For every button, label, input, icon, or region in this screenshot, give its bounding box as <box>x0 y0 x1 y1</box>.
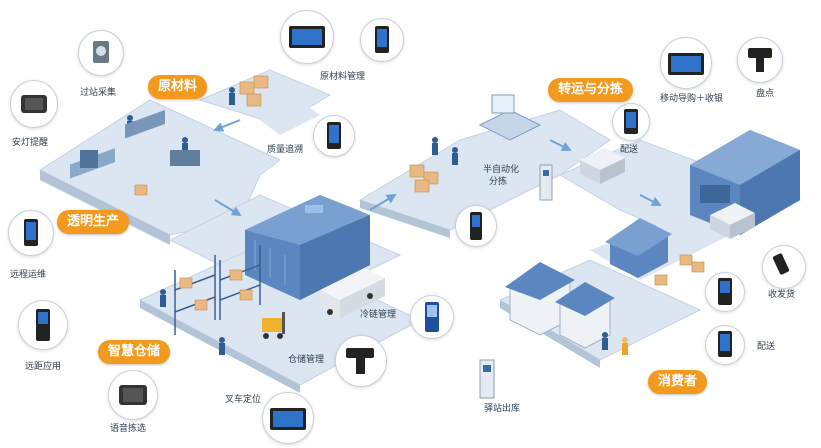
delivery-handheld-icon-right <box>705 272 745 312</box>
badge-raw-materials: 原材料 <box>148 75 208 99</box>
delivery-van-right <box>710 203 755 239</box>
voice-picking-wearable-icon <box>108 370 158 420</box>
badge-consumer: 消费者 <box>648 370 708 394</box>
forklift <box>262 312 285 339</box>
central-warehouse-building <box>245 195 370 300</box>
label-station-collect: 过站采集 <box>80 88 117 98</box>
production-line <box>70 109 200 179</box>
warehouse-mgmt-scanner-icon <box>335 335 387 387</box>
cold-chain-truck <box>320 268 385 318</box>
label-delivery-top: 配送 <box>620 145 639 155</box>
platform-connector-top <box>260 100 320 135</box>
label-semi-auto-sort-1: 半自动化 <box>483 165 520 175</box>
mobile-guide-tablet-icon <box>660 37 712 89</box>
label-cold-chain: 冷链管理 <box>360 310 397 320</box>
label-forklift-pos: 叉车定位 <box>225 395 262 405</box>
label-receiving: 收发货 <box>768 290 796 300</box>
raw-material-phone-icon <box>360 18 404 62</box>
label-andon-alert: 安灯提醒 <box>12 138 49 148</box>
label-raw-material-mgmt: 原材料管理 <box>320 72 366 82</box>
sorting-handheld-icon <box>455 205 497 247</box>
station-collect-device-icon <box>78 30 124 76</box>
platform-production <box>38 99 281 245</box>
consumer-houses <box>505 262 615 349</box>
warehouse-shelves <box>174 245 261 335</box>
delivery-phone-icon-top <box>612 103 650 141</box>
andon-wearable-icon <box>10 80 58 128</box>
badge-transparent-production: 透明生产 <box>57 210 130 234</box>
label-quality-trace: 质量追溯 <box>267 145 304 155</box>
label-remote-maint: 远程运维 <box>10 270 47 280</box>
label-delivery-bottom: 配送 <box>757 342 776 352</box>
label-inventory-count: 盘点 <box>756 89 775 99</box>
parcel-kiosk-bottom <box>479 359 495 399</box>
label-station-outbound: 驿站出库 <box>484 404 521 414</box>
quality-trace-phone-icon <box>313 115 355 157</box>
sorting-station <box>478 94 542 141</box>
badge-transit-sorting: 转运与分拣 <box>548 78 634 102</box>
flow-arrows <box>213 119 662 217</box>
parcel-kiosk-top <box>539 164 553 201</box>
semi-auto-sort-camera-icon <box>555 165 556 166</box>
forklift-tablet-icon <box>262 392 314 444</box>
delivery-phone-icon-bottom <box>705 325 745 365</box>
raw-material-tablet-icon <box>280 10 334 64</box>
label-warehouse-mgmt: 仓储管理 <box>288 355 325 365</box>
label-voice-picking: 语音拣选 <box>110 424 147 434</box>
long-range-handheld-icon <box>18 300 68 350</box>
inventory-scanner-icon <box>737 37 783 83</box>
cargo-boxes <box>134 75 705 311</box>
badge-smart-warehouse: 智慧仓储 <box>98 340 171 364</box>
label-long-range: 远距应用 <box>25 362 62 372</box>
label-semi-auto-sort-2: 分拣 <box>489 177 508 187</box>
label-mobile-guide: 移动导购＋收银 <box>660 94 724 104</box>
platform-transit <box>358 109 611 238</box>
cold-chain-handheld-icon <box>410 295 454 339</box>
small-depot-building <box>605 218 672 278</box>
delivery-van-top <box>580 148 625 184</box>
remote-maint-phone-icon <box>8 210 54 256</box>
receiving-scanner-icon <box>762 245 806 289</box>
